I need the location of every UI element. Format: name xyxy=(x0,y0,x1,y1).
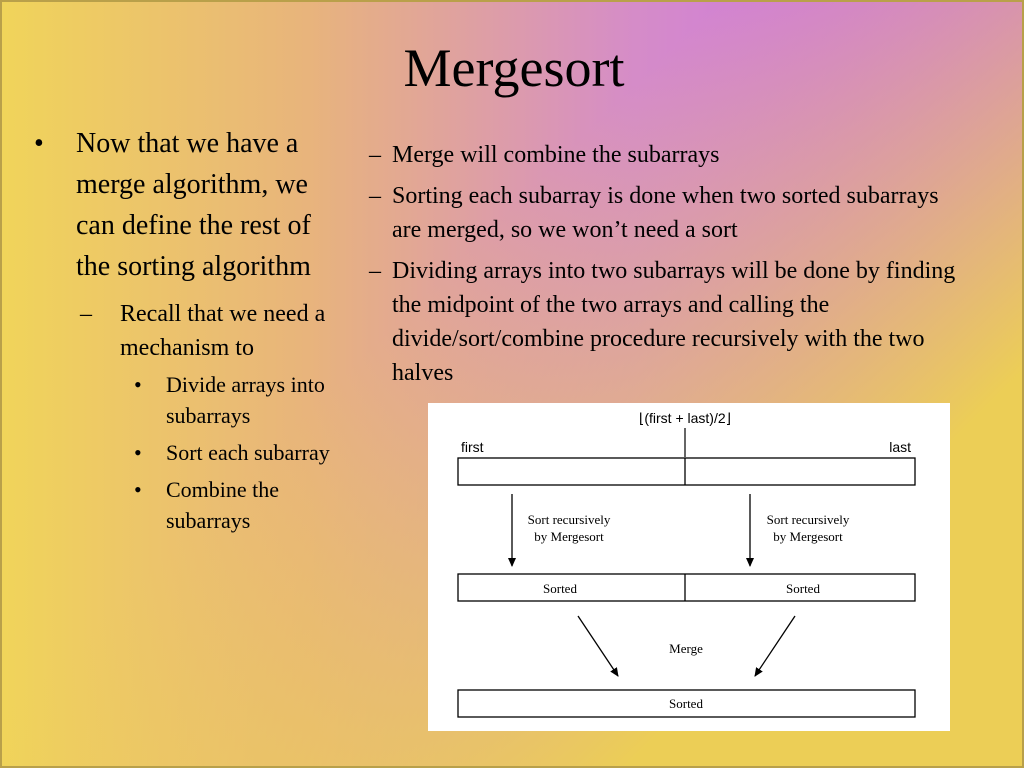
list-item: • Divide arrays into subarrays xyxy=(122,369,334,431)
sub-bullet-text: Recall that we need a mechanism to xyxy=(120,301,326,361)
merge-label: Merge xyxy=(669,641,703,656)
first-label: first xyxy=(461,439,484,455)
dash-icon: – xyxy=(369,142,381,168)
list-item: – Merge will combine the subarrays xyxy=(367,138,967,172)
diagram-canvas: ⌊(first + last)/2⌋ first last Sort recur… xyxy=(457,410,916,718)
right-sort-label-line2: by Mergesort xyxy=(773,529,843,544)
bullet-icon: • xyxy=(134,440,142,465)
slide-title: Mergesort xyxy=(403,38,625,98)
dash-icon: – xyxy=(369,183,381,209)
list-item-text: Combine the subarrays xyxy=(166,477,280,533)
final-sorted-label: Sorted xyxy=(669,696,703,711)
main-bullet: • Now that we have a merge algorithm, we… xyxy=(34,123,334,287)
dash-icon: – xyxy=(369,258,381,284)
list-item: – Sorting each subarray is done when two… xyxy=(367,179,967,247)
dash-icon: – xyxy=(80,301,92,327)
list-item: • Combine the subarrays xyxy=(122,474,334,536)
bullet-icon: • xyxy=(34,128,44,159)
merge-left-arrow xyxy=(577,615,619,677)
sub-bullet: – Recall that we need a mechanism to xyxy=(76,297,334,365)
bullet-icon: • xyxy=(134,477,142,502)
sorted-left-label: Sorted xyxy=(543,581,577,596)
final-sorted-box xyxy=(457,689,916,718)
merge-right-arrow xyxy=(754,615,796,677)
sorted-right-label: Sorted xyxy=(786,581,820,596)
right-sort-label-line1: Sort recursively xyxy=(767,512,850,527)
main-bullet-text: Now that we have a merge algorithm, we c… xyxy=(76,128,311,282)
list-item-text: Dividing arrays into two subarrays will … xyxy=(392,258,956,386)
list-item-text: Merge will combine the subarrays xyxy=(392,142,720,168)
bullet-icon: • xyxy=(134,372,142,397)
midpoint-label: ⌊(first + last)/2⌋ xyxy=(639,410,731,426)
last-label: last xyxy=(889,439,911,455)
left-sort-label-line2: by Mergesort xyxy=(534,529,604,544)
list-item-text: Sort each subarray xyxy=(166,440,330,465)
array-box xyxy=(457,457,916,486)
right-column: – Merge will combine the subarrays – Sor… xyxy=(367,138,967,397)
list-item-text: Sorting each subarray is done when two s… xyxy=(392,183,939,243)
left-sort-label-line1: Sort recursively xyxy=(528,512,611,527)
left-column: • Now that we have a merge algorithm, we… xyxy=(34,123,334,542)
subsub-bullet-list: • Divide arrays into subarrays • Sort ea… xyxy=(122,369,334,536)
sorted-halves-box xyxy=(457,573,916,602)
list-item: • Sort each subarray xyxy=(122,437,334,468)
list-item: – Dividing arrays into two subarrays wil… xyxy=(367,254,967,390)
list-item-text: Divide arrays into subarrays xyxy=(166,372,325,428)
mergesort-diagram: ⌊(first + last)/2⌋ first last Sort recur… xyxy=(428,403,950,731)
